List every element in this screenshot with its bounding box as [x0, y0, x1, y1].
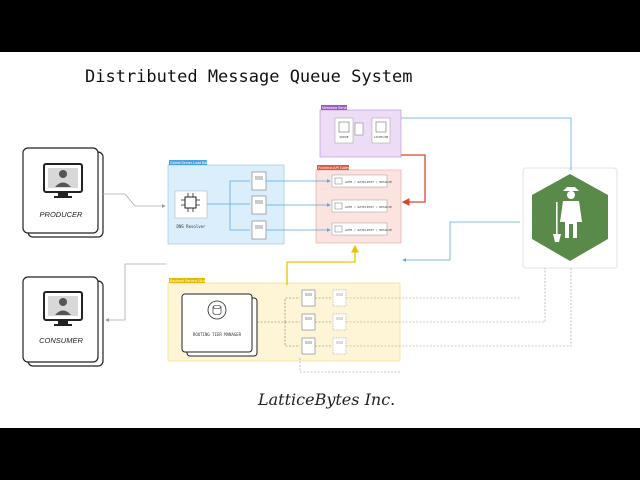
metadata-zone-label: Metadata Service — [322, 106, 350, 110]
gardener-hexagon-icon — [532, 174, 608, 261]
producer-label: PRODUCER — [40, 210, 84, 219]
frontend-zone-label: Frontend API Gateway — [318, 166, 354, 170]
metadata-cache-label: CACHE/DB — [374, 135, 389, 139]
dns-resolver-label: DNS Resolver — [177, 224, 206, 229]
database-icon — [207, 300, 227, 320]
company-name: LatticeBytes Inc. — [258, 390, 396, 409]
backend-replica — [332, 313, 347, 331]
backend-server — [301, 289, 316, 307]
gateway-row: AUTH / RATELIMIT / RESOLVE — [331, 222, 392, 236]
circuit-chip-icon — [181, 193, 200, 212]
diagram-canvas: Distributed Message Queue System PRODUCE… — [0, 52, 640, 428]
architecture-diagram: PRODUCER CONSUMER Metadata Service QUEUE — [22, 105, 618, 373]
gateway-row-label: AUTH / RATELIMIT / RESOLVE — [345, 228, 392, 232]
backend-server — [301, 337, 316, 355]
backend-to-gateway-arrow — [286, 244, 359, 285]
producer-to-lb-arrow — [103, 193, 166, 208]
gateway-row-label: AUTH / RATELIMIT / RESOLVE — [345, 180, 392, 184]
load-balancer-zone: Global Server Load Balancer DNS Resolver — [167, 160, 285, 245]
backend-replica — [332, 289, 347, 307]
lb-server — [251, 220, 267, 240]
backend-server — [301, 313, 316, 331]
gateway-row-label: AUTH / RATELIMIT / RESOLVE — [345, 205, 392, 209]
lb-server — [251, 195, 267, 215]
lb-server — [251, 171, 267, 191]
consumer-label: CONSUMER — [39, 336, 83, 345]
producer-node[interactable]: PRODUCER — [22, 147, 104, 238]
routing-tier-manager[interactable]: ROUTING TIER MANAGER — [181, 293, 258, 357]
backend-cluster-zone: Backend Service Cluster ROUTING TIER MAN… — [167, 278, 401, 362]
computer-user-icon — [43, 163, 83, 198]
metadata-queue-label: QUEUE — [339, 135, 348, 139]
backend-replica — [332, 337, 347, 355]
logo-tile — [522, 167, 618, 269]
metadata-gateway-arrow — [401, 154, 426, 206]
backend-zone-label: Backend Service Cluster — [170, 279, 210, 283]
logo-gateway-link — [402, 221, 520, 262]
consumer-node[interactable]: CONSUMER — [22, 276, 104, 367]
metadata-logo-link — [401, 117, 572, 170]
lb-to-consumer-arrow — [105, 263, 166, 322]
gateway-row: AUTH / RATELIMIT / RESOLVE — [331, 174, 392, 188]
routing-manager-label: ROUTING TIER MANAGER — [193, 332, 242, 337]
lb-zone-label: Global Server Load Balancer — [170, 161, 217, 165]
computer-user-icon — [43, 291, 83, 326]
backend-logo-link — [346, 268, 572, 347]
metadata-service-zone: Metadata Service QUEUE CACHE/DB — [319, 105, 402, 158]
diagram-title: Distributed Message Queue System — [85, 67, 413, 87]
frontend-gateway-zone: Frontend API Gateway AUTH / RATELIMIT / … — [315, 165, 402, 244]
backend-logo-link — [346, 268, 546, 323]
gateway-row: AUTH / RATELIMIT / RESOLVE — [331, 199, 392, 213]
dns-resolver[interactable] — [174, 190, 208, 219]
backend-return-link — [299, 358, 400, 373]
